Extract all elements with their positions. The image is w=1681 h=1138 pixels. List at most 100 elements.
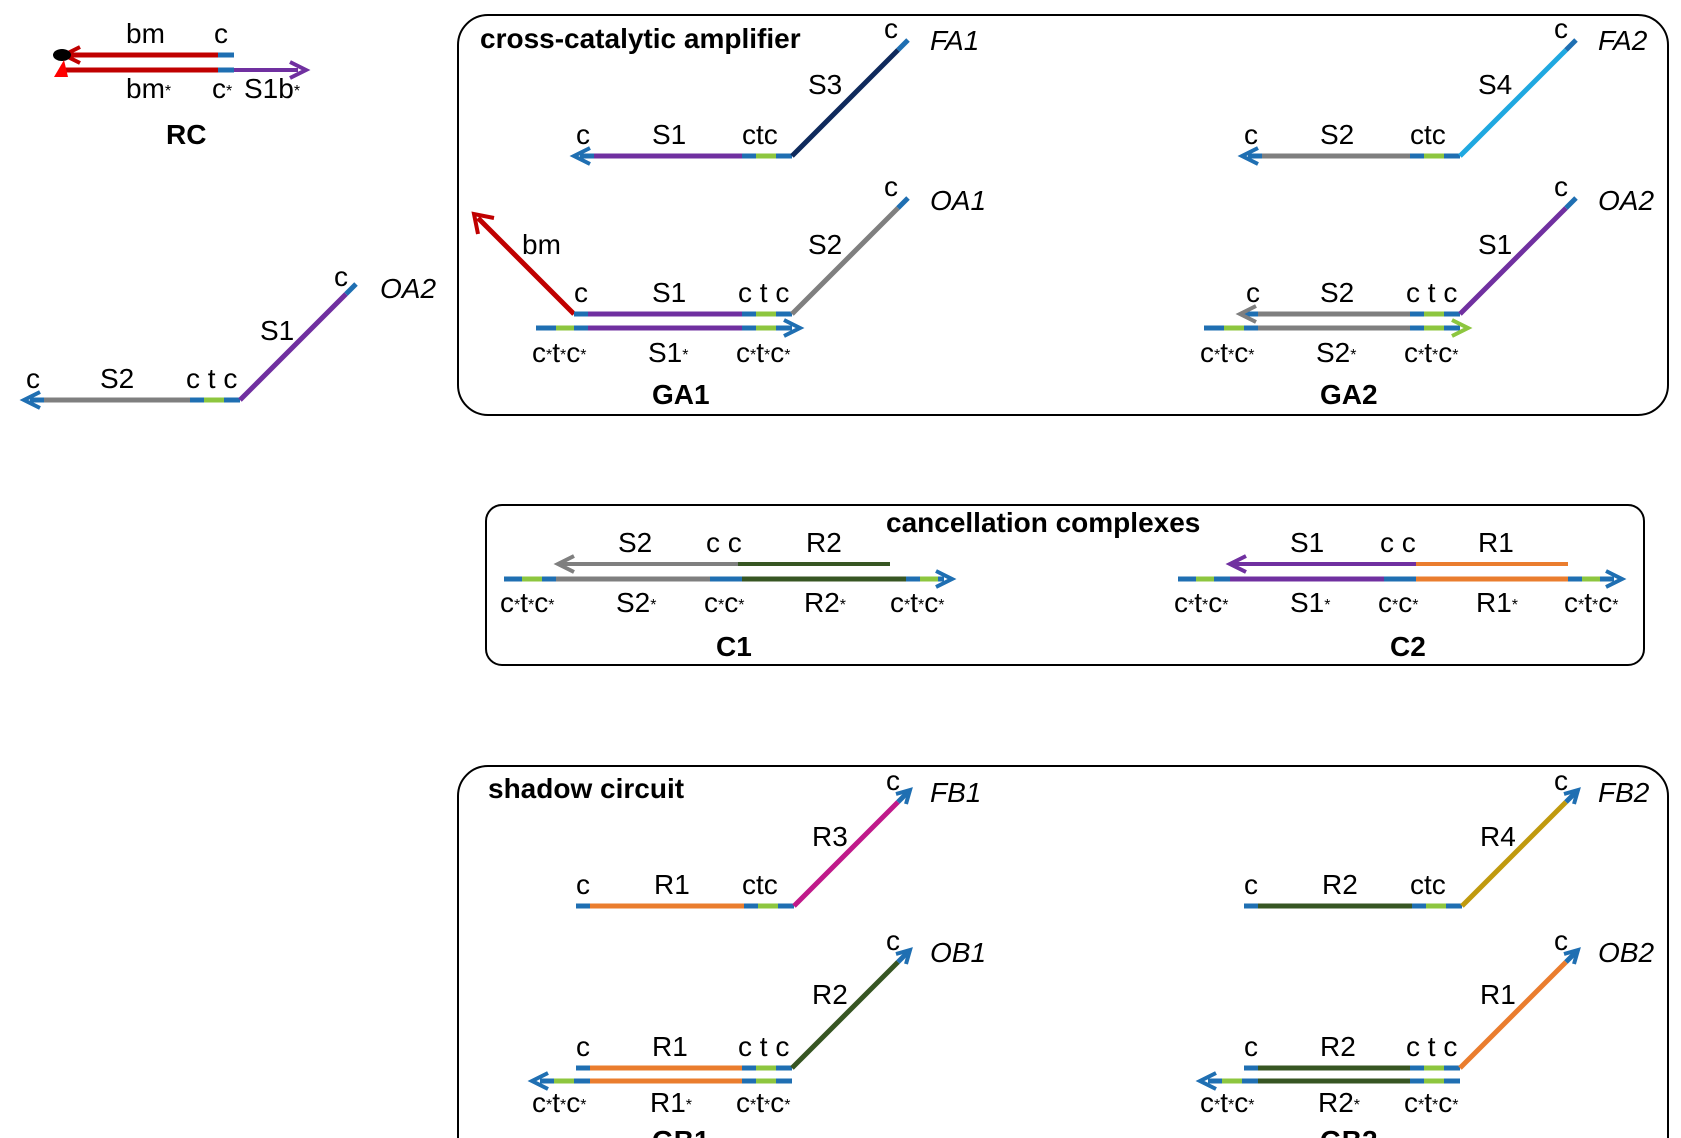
- fb2-name: FB2: [1598, 777, 1650, 808]
- gb1-bot-ctc-l-label: c*t*c*: [532, 1087, 586, 1118]
- fb1-c-tip: [896, 790, 910, 804]
- fa1-strand: c S1 ctc S3 c FA1: [569, 13, 979, 166]
- gb2-bot-arrowhead: [1195, 1071, 1217, 1091]
- oa2l-s1-label: S1: [260, 315, 294, 346]
- c1-top-arrowhead: [553, 554, 575, 574]
- ga1-bot-ctc-r-label: c*t*c*: [736, 337, 790, 368]
- ga2-bot-ctc-l-label: c*t*c*: [1200, 337, 1254, 368]
- gb1-complex: c R1 c t c R2 c OB1 c*t*c* R1* c*t*c* GB…: [527, 925, 986, 1138]
- ob1-c-tip-label: c: [886, 925, 900, 956]
- oa2l-s1-strand: [238, 292, 348, 402]
- fb1-name: FB1: [930, 777, 981, 808]
- fb1-arrowhead: [895, 787, 913, 805]
- rc-fluorophore-triangle: [54, 60, 68, 77]
- ga1-c-left-label: c: [574, 277, 588, 308]
- oa2l-arrowhead: [19, 390, 41, 410]
- oa2-name: OA2: [1598, 185, 1654, 216]
- gb1-bot-arrowhead: [527, 1071, 549, 1091]
- ob2-r1-label: R1: [1480, 979, 1516, 1010]
- gb2-bot-ctc-l-label: c*t*c*: [1200, 1087, 1254, 1118]
- gb2-r2-label: R2: [1320, 1031, 1356, 1062]
- c1-bot-r2-label: R2*: [804, 587, 846, 618]
- rc-bot-c-label: c*: [212, 73, 232, 104]
- c1-complex: S2 c c R2 c*t*c* S2* c*c* R2* c*t*c* C1: [500, 527, 957, 662]
- ga2-s2-label: S2: [1320, 277, 1354, 308]
- ga1-bm-strand: [476, 216, 576, 316]
- ga1-ctc-label: c t c: [738, 277, 789, 308]
- oa1-s2-strand: [790, 206, 900, 316]
- gb2-c-left-label: c: [1244, 1031, 1258, 1062]
- fa1-s3-strand: [790, 48, 900, 158]
- fb1-r3: [792, 800, 900, 908]
- oa2l-c-left-label: c: [26, 363, 40, 394]
- ob2-c-tip-label: c: [1554, 925, 1568, 956]
- c2-bot-cc-label: c*c*: [1378, 587, 1418, 618]
- fa2-s2-label: S2: [1320, 119, 1354, 150]
- ob1-arrowhead: [895, 947, 913, 965]
- ga1-bm-label: bm: [522, 229, 561, 260]
- oa1-c-tip: [896, 196, 910, 210]
- oa2l-c-tip-label: c: [334, 261, 348, 292]
- gb2-complex: c R2 c t c R1 c OB2 c*t*c* R2* c*t*c* GB…: [1195, 925, 1654, 1138]
- c1-name: C1: [716, 631, 752, 662]
- fb1-ctc-label: ctc: [742, 869, 778, 900]
- fa1-s1-label: S1: [652, 119, 686, 150]
- fa2-s4-label: S4: [1478, 69, 1512, 100]
- oa2-s1-label: S1: [1478, 229, 1512, 260]
- c2-bot-ctc-l-label: c*t*c*: [1174, 587, 1228, 618]
- fb1-r3-label: R3: [812, 821, 848, 852]
- ob1-name: OB1: [930, 937, 986, 968]
- oa1-s2-label: S2: [808, 229, 842, 260]
- fb2-strand: c R2 ctc R4 c FB2: [1244, 765, 1650, 909]
- c2-name: C2: [1390, 631, 1426, 662]
- ga2-complex: c S2 c t c S1 c OA2 c*t*c* S2* c*t*c* GA…: [1200, 171, 1654, 410]
- fa2-c-tip: [1564, 38, 1578, 52]
- gb2-ctc-label: c t c: [1406, 1031, 1457, 1062]
- rc-top-c-label: c: [214, 18, 228, 49]
- oa2l-s2-label: S2: [100, 363, 134, 394]
- ob1-c-tip: [896, 950, 910, 964]
- ga1-name: GA1: [652, 379, 710, 410]
- fb2-c-tip-label: c: [1554, 765, 1568, 796]
- gb2-bot-r2-label: R2*: [1318, 1087, 1360, 1118]
- fa2-strand: c S2 ctc S4 c FA2: [1237, 13, 1648, 166]
- c1-cc-top-label: c c: [706, 527, 742, 558]
- fa1-c-tip: [896, 38, 910, 52]
- fb2-r2-label: R2: [1322, 869, 1358, 900]
- c2-bot-s1-label: S1*: [1290, 587, 1330, 618]
- c1-bot-cc-label: c*c*: [704, 587, 744, 618]
- oa2-c-tip-label: c: [1554, 171, 1568, 202]
- oa2-c-tip: [1564, 196, 1578, 210]
- ga2-bot-arrowhead: [1451, 318, 1473, 338]
- fa2-s4-strand: [1458, 48, 1568, 158]
- rc-complex: bm c bm* c* S1b* RC: [53, 18, 311, 150]
- c1-bot-s2-label: S2*: [616, 587, 656, 618]
- rc-top-bm-label: bm: [126, 18, 165, 49]
- fa2-c-left-label: c: [1244, 119, 1258, 150]
- fb1-c-left-label: c: [576, 869, 590, 900]
- c2-cc-top-label: c c: [1380, 527, 1416, 558]
- ga2-c-left-label: c: [1246, 277, 1260, 308]
- ob1-r2-label: R2: [812, 979, 848, 1010]
- ob2-name: OB2: [1598, 937, 1654, 968]
- fb2-c-tip: [1564, 790, 1578, 804]
- gb1-c-left-label: c: [576, 1031, 590, 1062]
- shadow-title: shadow circuit: [488, 773, 684, 804]
- c2-complex: S1 c c R1 c*t*c* S1* c*c* R1* c*t*c* C2: [1174, 527, 1627, 662]
- ga2-bot-s2-label: S2*: [1316, 337, 1356, 368]
- c2-s1-top-label: S1: [1290, 527, 1324, 558]
- shadow-box: [457, 765, 1669, 1138]
- c1-bot-ctc-r-label: c*t*c*: [890, 587, 944, 618]
- gb1-name: GB1: [652, 1125, 710, 1138]
- oa1-c-tip-label: c: [884, 171, 898, 202]
- fb1-strand: c R1 ctc R3 c FB1: [576, 765, 981, 909]
- c2-r1-top-label: R1: [1478, 527, 1514, 558]
- c1-r2-top-label: R2: [806, 527, 842, 558]
- c2-bot-arrowhead: [1605, 569, 1627, 589]
- oa2l-c-tip-domain: [344, 282, 358, 296]
- c2-top-arrowhead: [1225, 554, 1247, 574]
- ga1-bm-arrowhead: [471, 211, 495, 235]
- c1-bot-arrowhead: [935, 569, 957, 589]
- fa1-c-left-label: c: [576, 119, 590, 150]
